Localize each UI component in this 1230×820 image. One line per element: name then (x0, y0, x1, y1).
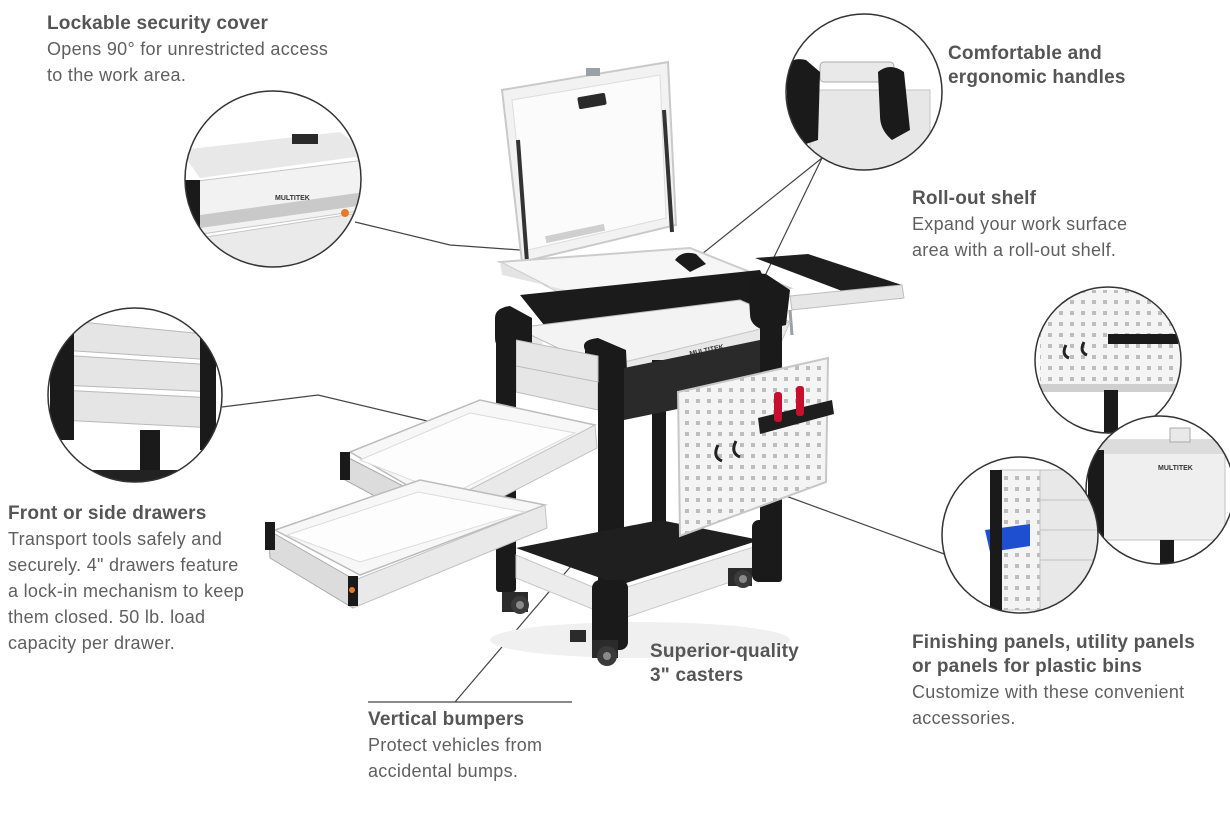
callout-title: Comfortable and ergonomic handles (948, 43, 1126, 88)
zoom-finishing-panel: MULTITEK (1085, 415, 1230, 565)
callout-casters: Superior-quality 3" casters (650, 640, 850, 688)
callout-rollout-shelf: Roll-out shelf Expand your work surface … (912, 187, 1172, 263)
drawer-bottom (265, 479, 548, 609)
callout-description: Protect vehicles from accidental bumps. (368, 735, 543, 781)
callout-bumpers: Vertical bumpers Protect vehicles from a… (368, 708, 598, 784)
zoom-security-cover: MULTITEK (184, 90, 362, 268)
callout-title: Front or side drawers (8, 503, 207, 524)
callout-description: Expand your work surface area with a rol… (912, 214, 1128, 260)
leader-drawers (221, 394, 466, 431)
callout-title: Lockable security cover (47, 13, 269, 34)
callout-description: Customize with these convenient accessor… (912, 682, 1185, 728)
callout-handles: Comfortable and ergonomic handles (948, 42, 1208, 90)
zoom-handles (785, 13, 943, 171)
zoom-bin-panel (941, 456, 1099, 614)
callout-title: Finishing panels, utility panels or pane… (912, 632, 1195, 677)
callout-security-cover: Lockable security cover Opens 90° for un… (47, 12, 387, 88)
zoom-drawers (47, 307, 223, 483)
leader-security-cover (354, 221, 549, 253)
tool-cart: MULTITEK (265, 60, 905, 666)
brand-label-zoom-panel: MULTITEK (1158, 465, 1193, 472)
bottom-shelf (515, 520, 782, 650)
callout-description: Transport tools safely and securely. 4" … (8, 529, 245, 653)
callout-drawers: Front or side drawers Transport tools sa… (8, 502, 278, 656)
zoom-utility-panel (1034, 286, 1182, 434)
brand-label-zoom: MULTITEK (275, 195, 310, 202)
callout-title: Vertical bumpers (368, 709, 525, 730)
rollout-shelf (755, 254, 905, 336)
utility-pegboard-panel (676, 356, 834, 538)
leader-panels (763, 487, 948, 556)
casters (502, 568, 752, 666)
security-cover-lid (500, 60, 678, 264)
callout-title: Superior-quality 3" casters (650, 641, 799, 686)
callout-title: Roll-out shelf (912, 188, 1037, 209)
callout-description: Opens 90° for unrestricted access to the… (47, 39, 329, 85)
callout-panels: Finishing panels, utility panels or pane… (912, 631, 1228, 731)
